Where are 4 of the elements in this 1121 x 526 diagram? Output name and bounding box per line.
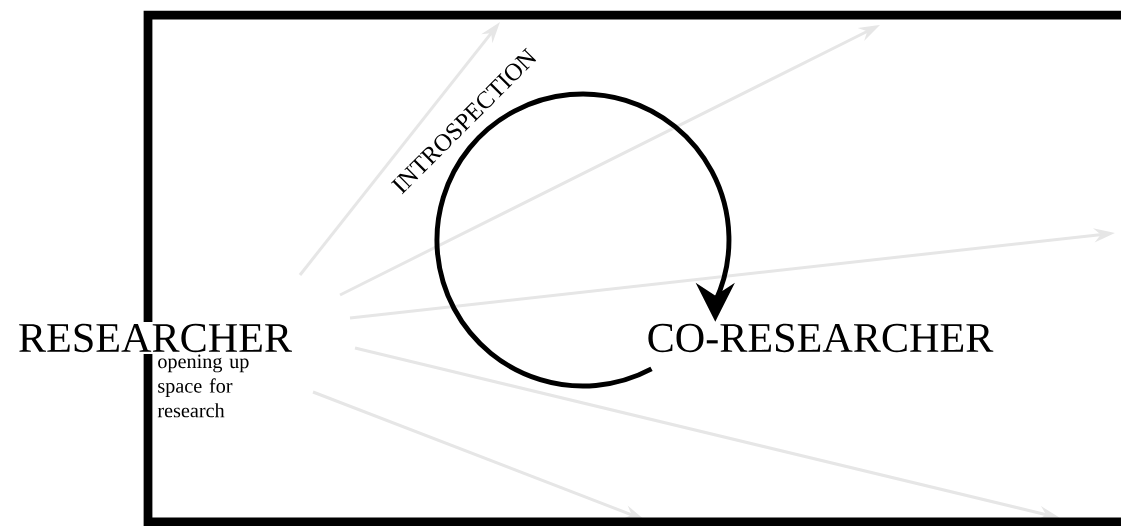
node-label: CO-RESEARCHER [644,322,996,354]
node-caption: opening up space for research [157,354,249,418]
circular-arrow [434,91,735,389]
node-label: RESEARCHER [16,322,294,354]
